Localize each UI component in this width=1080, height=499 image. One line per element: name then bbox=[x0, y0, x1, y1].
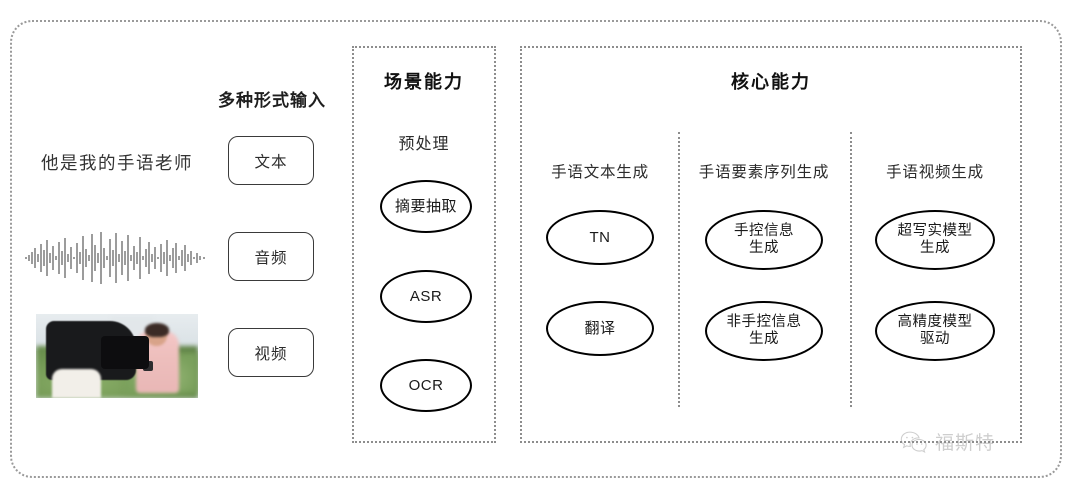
input-row-text: 他是我的手语老师 文本 bbox=[22, 132, 322, 192]
core-node-tn[interactable]: TN bbox=[546, 210, 654, 265]
core-node-translation[interactable]: 翻译 bbox=[546, 301, 654, 356]
watermark-text: 福斯特 bbox=[935, 433, 996, 454]
audio-waveform-icon bbox=[25, 232, 205, 284]
scene-node-summary-extraction[interactable]: 摘要抽取 bbox=[380, 180, 472, 233]
input-row-audio: 音频 bbox=[22, 228, 322, 288]
watermark: 福斯特 bbox=[900, 428, 995, 455]
scene-capability-panel: 场景能力 预处理 摘要抽取 ASR OCR bbox=[352, 46, 496, 443]
input-chip-text[interactable]: 文本 bbox=[228, 136, 314, 185]
core-column-3-label: 手语视频生成 bbox=[886, 164, 984, 181]
scene-node-ocr[interactable]: OCR bbox=[380, 359, 472, 412]
wechat-icon bbox=[900, 431, 927, 453]
scene-panel-title: 场景能力 bbox=[384, 72, 464, 92]
scene-node-asr[interactable]: ASR bbox=[380, 270, 472, 323]
core-column-2-label: 手语要素序列生成 bbox=[698, 164, 830, 181]
core-column-sign-text-generation: 手语文本生成 TN 翻译 bbox=[522, 48, 678, 441]
core-capability-panel: 核心能力 手语文本生成 TN 翻译 手语要素序列生成 手控信息生成 非手控信息生… bbox=[520, 46, 1022, 443]
core-column-1-label: 手语文本生成 bbox=[551, 164, 649, 181]
core-node-nonmanual-info-generation[interactable]: 非手控信息生成 bbox=[705, 301, 823, 361]
core-node-manual-info-generation[interactable]: 手控信息生成 bbox=[705, 210, 823, 270]
core-node-high-precision-model-driving[interactable]: 高精度模型驱动 bbox=[875, 301, 995, 361]
core-column-sign-video-generation: 手语视频生成 超写实模型生成 高精度模型驱动 bbox=[850, 48, 1020, 441]
input-row-video: 视频 bbox=[22, 314, 322, 398]
sample-sentence: 他是我的手语老师 bbox=[22, 132, 212, 192]
video-thumbnail-image bbox=[36, 314, 198, 398]
core-column-divider-2 bbox=[850, 132, 852, 407]
core-column-sign-element-sequence: 手语要素序列生成 手控信息生成 非手控信息生成 bbox=[678, 48, 850, 441]
scene-panel-subtitle: 预处理 bbox=[398, 136, 450, 153]
outer-dotted-frame bbox=[10, 20, 1062, 478]
core-column-divider-1 bbox=[678, 132, 680, 407]
input-chip-video[interactable]: 视频 bbox=[228, 328, 314, 377]
core-node-hyperrealistic-model-generation[interactable]: 超写实模型生成 bbox=[875, 210, 995, 270]
core-panel-title: 核心能力 bbox=[731, 72, 811, 92]
input-section: 多种形式输入 他是我的手语老师 文本 bbox=[22, 86, 325, 426]
input-chip-audio[interactable]: 音频 bbox=[228, 232, 314, 281]
input-section-title: 多种形式输入 bbox=[218, 91, 326, 110]
sample-sentence-text: 他是我的手语老师 bbox=[41, 152, 193, 173]
audio-waveform-wrapper bbox=[22, 228, 212, 288]
video-thumbnail-wrapper bbox=[22, 314, 212, 398]
